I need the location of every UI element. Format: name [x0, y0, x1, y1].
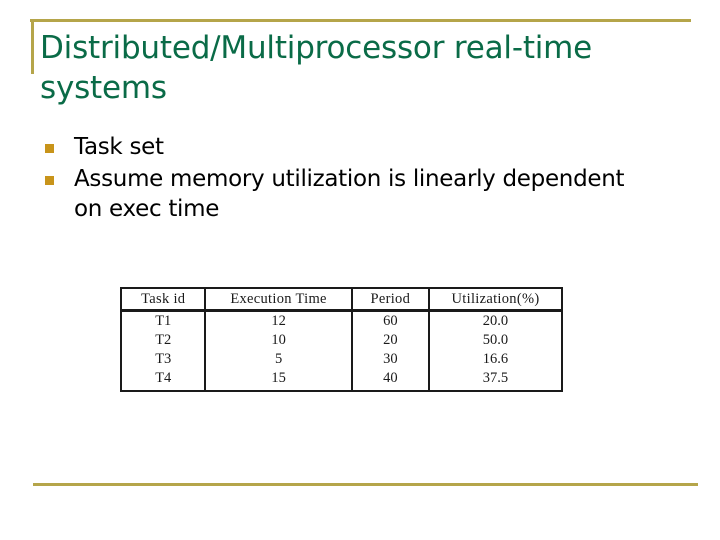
cell-task-id: T2 — [119, 331, 207, 350]
table-head: Task id Execution Time Period Utilizatio… — [119, 288, 564, 312]
decorative-rule-bottom — [33, 483, 698, 486]
list-item: Task set — [42, 132, 642, 162]
task-set-table: Task id Execution Time Period Utilizatio… — [119, 287, 564, 392]
cell-execution-time: 10 — [204, 331, 353, 350]
cell-period: 20 — [350, 331, 430, 350]
table-header-row: Task id Execution Time Period Utilizatio… — [119, 288, 564, 312]
table-row: T3 5 30 16.6 — [119, 350, 564, 369]
decorative-rule-top — [30, 19, 691, 22]
square-bullet-icon — [45, 144, 54, 153]
cell-period: 30 — [350, 350, 430, 369]
list-item-label: Assume memory utilization is linearly de… — [74, 166, 625, 222]
cell-period: 60 — [350, 310, 430, 331]
cell-period: 40 — [350, 369, 430, 391]
table-row: T1 12 60 20.0 — [119, 310, 564, 331]
cell-task-id: T1 — [119, 310, 207, 331]
task-set-table-figure: Task id Execution Time Period Utilizatio… — [119, 287, 564, 392]
cell-task-id: T3 — [119, 350, 207, 369]
column-header-utilization: Utilization(%) — [427, 288, 564, 312]
cell-execution-time: 5 — [204, 350, 353, 369]
table-body: T1 12 60 20.0 T2 10 20 50.0 T3 5 30 16.6 — [119, 310, 564, 391]
bullet-list: Task set Assume memory utilization is li… — [42, 132, 642, 226]
column-header-task-id: Task id — [119, 288, 207, 312]
column-header-period: Period — [350, 288, 430, 312]
cell-task-id: T4 — [119, 369, 207, 391]
cell-execution-time: 12 — [204, 310, 353, 331]
cell-utilization: 20.0 — [427, 310, 564, 331]
cell-execution-time: 15 — [204, 369, 353, 391]
table-row: T2 10 20 50.0 — [119, 331, 564, 350]
cell-utilization: 37.5 — [427, 369, 564, 391]
column-header-execution-time: Execution Time — [204, 288, 353, 312]
cell-utilization: 50.0 — [427, 331, 564, 350]
list-item-label: Task set — [74, 134, 164, 160]
decorative-rule-left — [31, 19, 34, 74]
slide-title: Distributed/Multiprocessor real-time sys… — [40, 30, 593, 106]
cell-utilization: 16.6 — [427, 350, 564, 369]
square-bullet-icon — [45, 176, 54, 185]
table-row: T4 15 40 37.5 — [119, 369, 564, 391]
list-item: Assume memory utilization is linearly de… — [42, 164, 642, 224]
